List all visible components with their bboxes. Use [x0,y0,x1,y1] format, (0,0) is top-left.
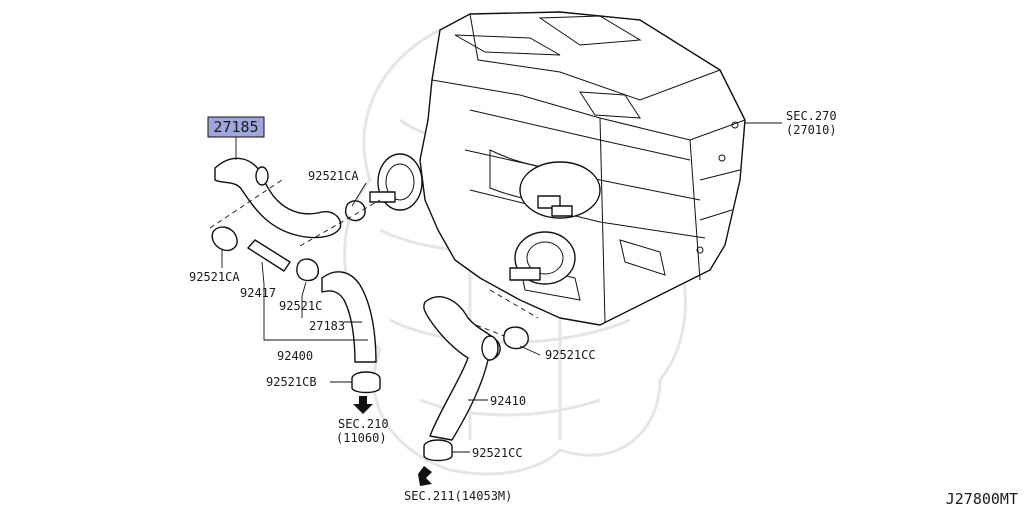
guide-line-1 [209,177,286,229]
clamp-92521CC-lower [423,439,453,462]
label-92521CA-left[interactable]: 92521CA [189,270,240,284]
label-92400[interactable]: 92400 [277,349,313,363]
arrow-sec210 [353,396,373,414]
hose-27185-end [255,166,269,186]
guide-line-3 [489,289,539,319]
label-92521CB[interactable]: 92521CB [266,375,317,389]
hose-92410 [423,296,501,441]
clamp-92521C [296,258,319,282]
guide-line-2 [299,199,381,247]
label-92521CC-lower[interactable]: 92521CC [472,446,523,460]
heater-unit-assembly [369,11,746,326]
hose-92410-end [481,335,499,361]
label-92521CC-upper[interactable]: 92521CC [545,348,596,362]
label-sec270-sub: (27010) [786,123,837,137]
clamp-92521CA-left [211,226,238,252]
label-sec270[interactable]: SEC.270 [786,109,837,123]
label-92417[interactable]: 92417 [240,286,276,300]
label-92410[interactable]: 92410 [490,394,526,408]
label-27185[interactable]: 27185 [213,118,258,136]
diagram-code: J27800MT [946,490,1018,508]
label-sec210-sub: (11060) [336,431,387,445]
leader-lines [221,135,541,453]
label-92521CA-top[interactable]: 92521CA [308,169,359,183]
label-92521C[interactable]: 92521C [279,299,322,313]
label-27183[interactable]: 27183 [309,319,345,333]
clamp-92521CB [351,371,381,394]
highlight-box-27185 [207,116,265,138]
hose-27183 [321,271,377,363]
clamp-92521CC-upper [503,326,529,350]
pipe-92417 [247,239,291,272]
clamp-92521CA-top [344,200,366,222]
label-sec210[interactable]: SEC.210 [338,417,389,431]
arrow-sec211 [418,466,432,486]
label-sec211[interactable]: SEC.211(14053M) [404,489,512,503]
